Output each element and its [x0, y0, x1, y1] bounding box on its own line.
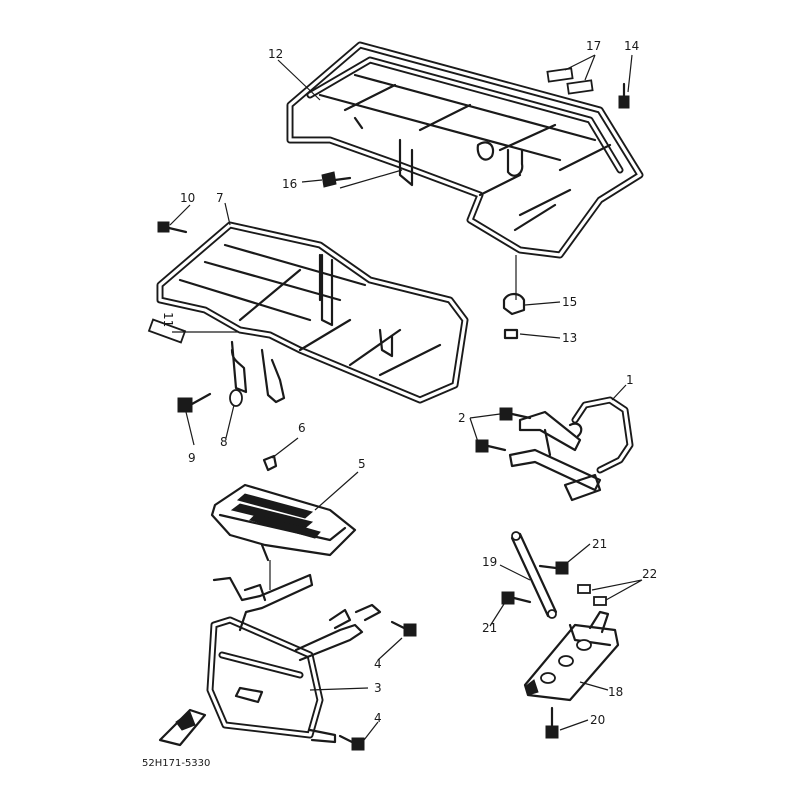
bolt-2-icon [475, 407, 532, 453]
footrest-bracket-19 [510, 531, 558, 619]
decal-pair [546, 67, 594, 95]
front-arrow-icon [158, 708, 207, 747]
callout-5: 5 [358, 457, 366, 471]
clamp-15-icon [502, 292, 526, 316]
rear-guard [508, 396, 634, 502]
bolt-20-icon [545, 706, 559, 739]
bolt-16-icon [321, 171, 352, 188]
callout-10: 10 [180, 191, 195, 205]
callout-12: 12 [268, 47, 283, 61]
front-guard [206, 573, 382, 744]
footrest-plate [210, 483, 357, 562]
callout-1: 1 [626, 373, 634, 387]
nut-13-icon [503, 328, 519, 340]
bolt-21a-icon [538, 561, 569, 575]
decal-22 [577, 584, 607, 606]
decal-11 [147, 318, 187, 344]
callout-4a: 4 [374, 657, 382, 671]
callout-11: 11 [161, 312, 175, 327]
leader-lines [169, 54, 643, 741]
collar-8-icon [229, 389, 243, 407]
bolt-21b-icon [501, 591, 532, 605]
front-carrier [156, 221, 469, 404]
callout-20: 20 [590, 713, 605, 727]
rear-carrier [286, 41, 644, 259]
callout-17: 17 [586, 39, 601, 53]
bolt-9-icon [177, 392, 212, 413]
callout-19: 19 [482, 555, 497, 569]
callout-6: 6 [298, 421, 306, 435]
front-carrier-brackets [230, 340, 286, 404]
callout-22: 22 [642, 567, 657, 581]
bolt-6-icon [262, 454, 278, 472]
callout-labels: 12 17 14 16 10 7 15 13 11 9 8 6 5 1 2 21… [142, 39, 657, 769]
callout-9: 9 [188, 451, 196, 465]
callout-18: 18 [608, 685, 623, 699]
callout-16: 16 [282, 177, 297, 191]
footrest-18 [523, 610, 620, 702]
callout-8: 8 [220, 435, 228, 449]
callout-13: 13 [562, 331, 577, 345]
callout-21b: 21 [482, 621, 497, 635]
bolt-4a-icon [390, 620, 417, 637]
bolt-4b-icon [338, 734, 365, 751]
bolt-14-icon [618, 82, 630, 109]
callout-3: 3 [374, 681, 382, 695]
callout-21a: 21 [592, 537, 607, 551]
callout-4b: 4 [374, 711, 382, 725]
part-code: 52H171-5330 [142, 758, 210, 769]
callout-14: 14 [624, 39, 639, 53]
callout-2: 2 [458, 411, 466, 425]
callout-15: 15 [562, 295, 577, 309]
bolt-10-icon [157, 221, 188, 234]
callout-7: 7 [216, 191, 224, 205]
